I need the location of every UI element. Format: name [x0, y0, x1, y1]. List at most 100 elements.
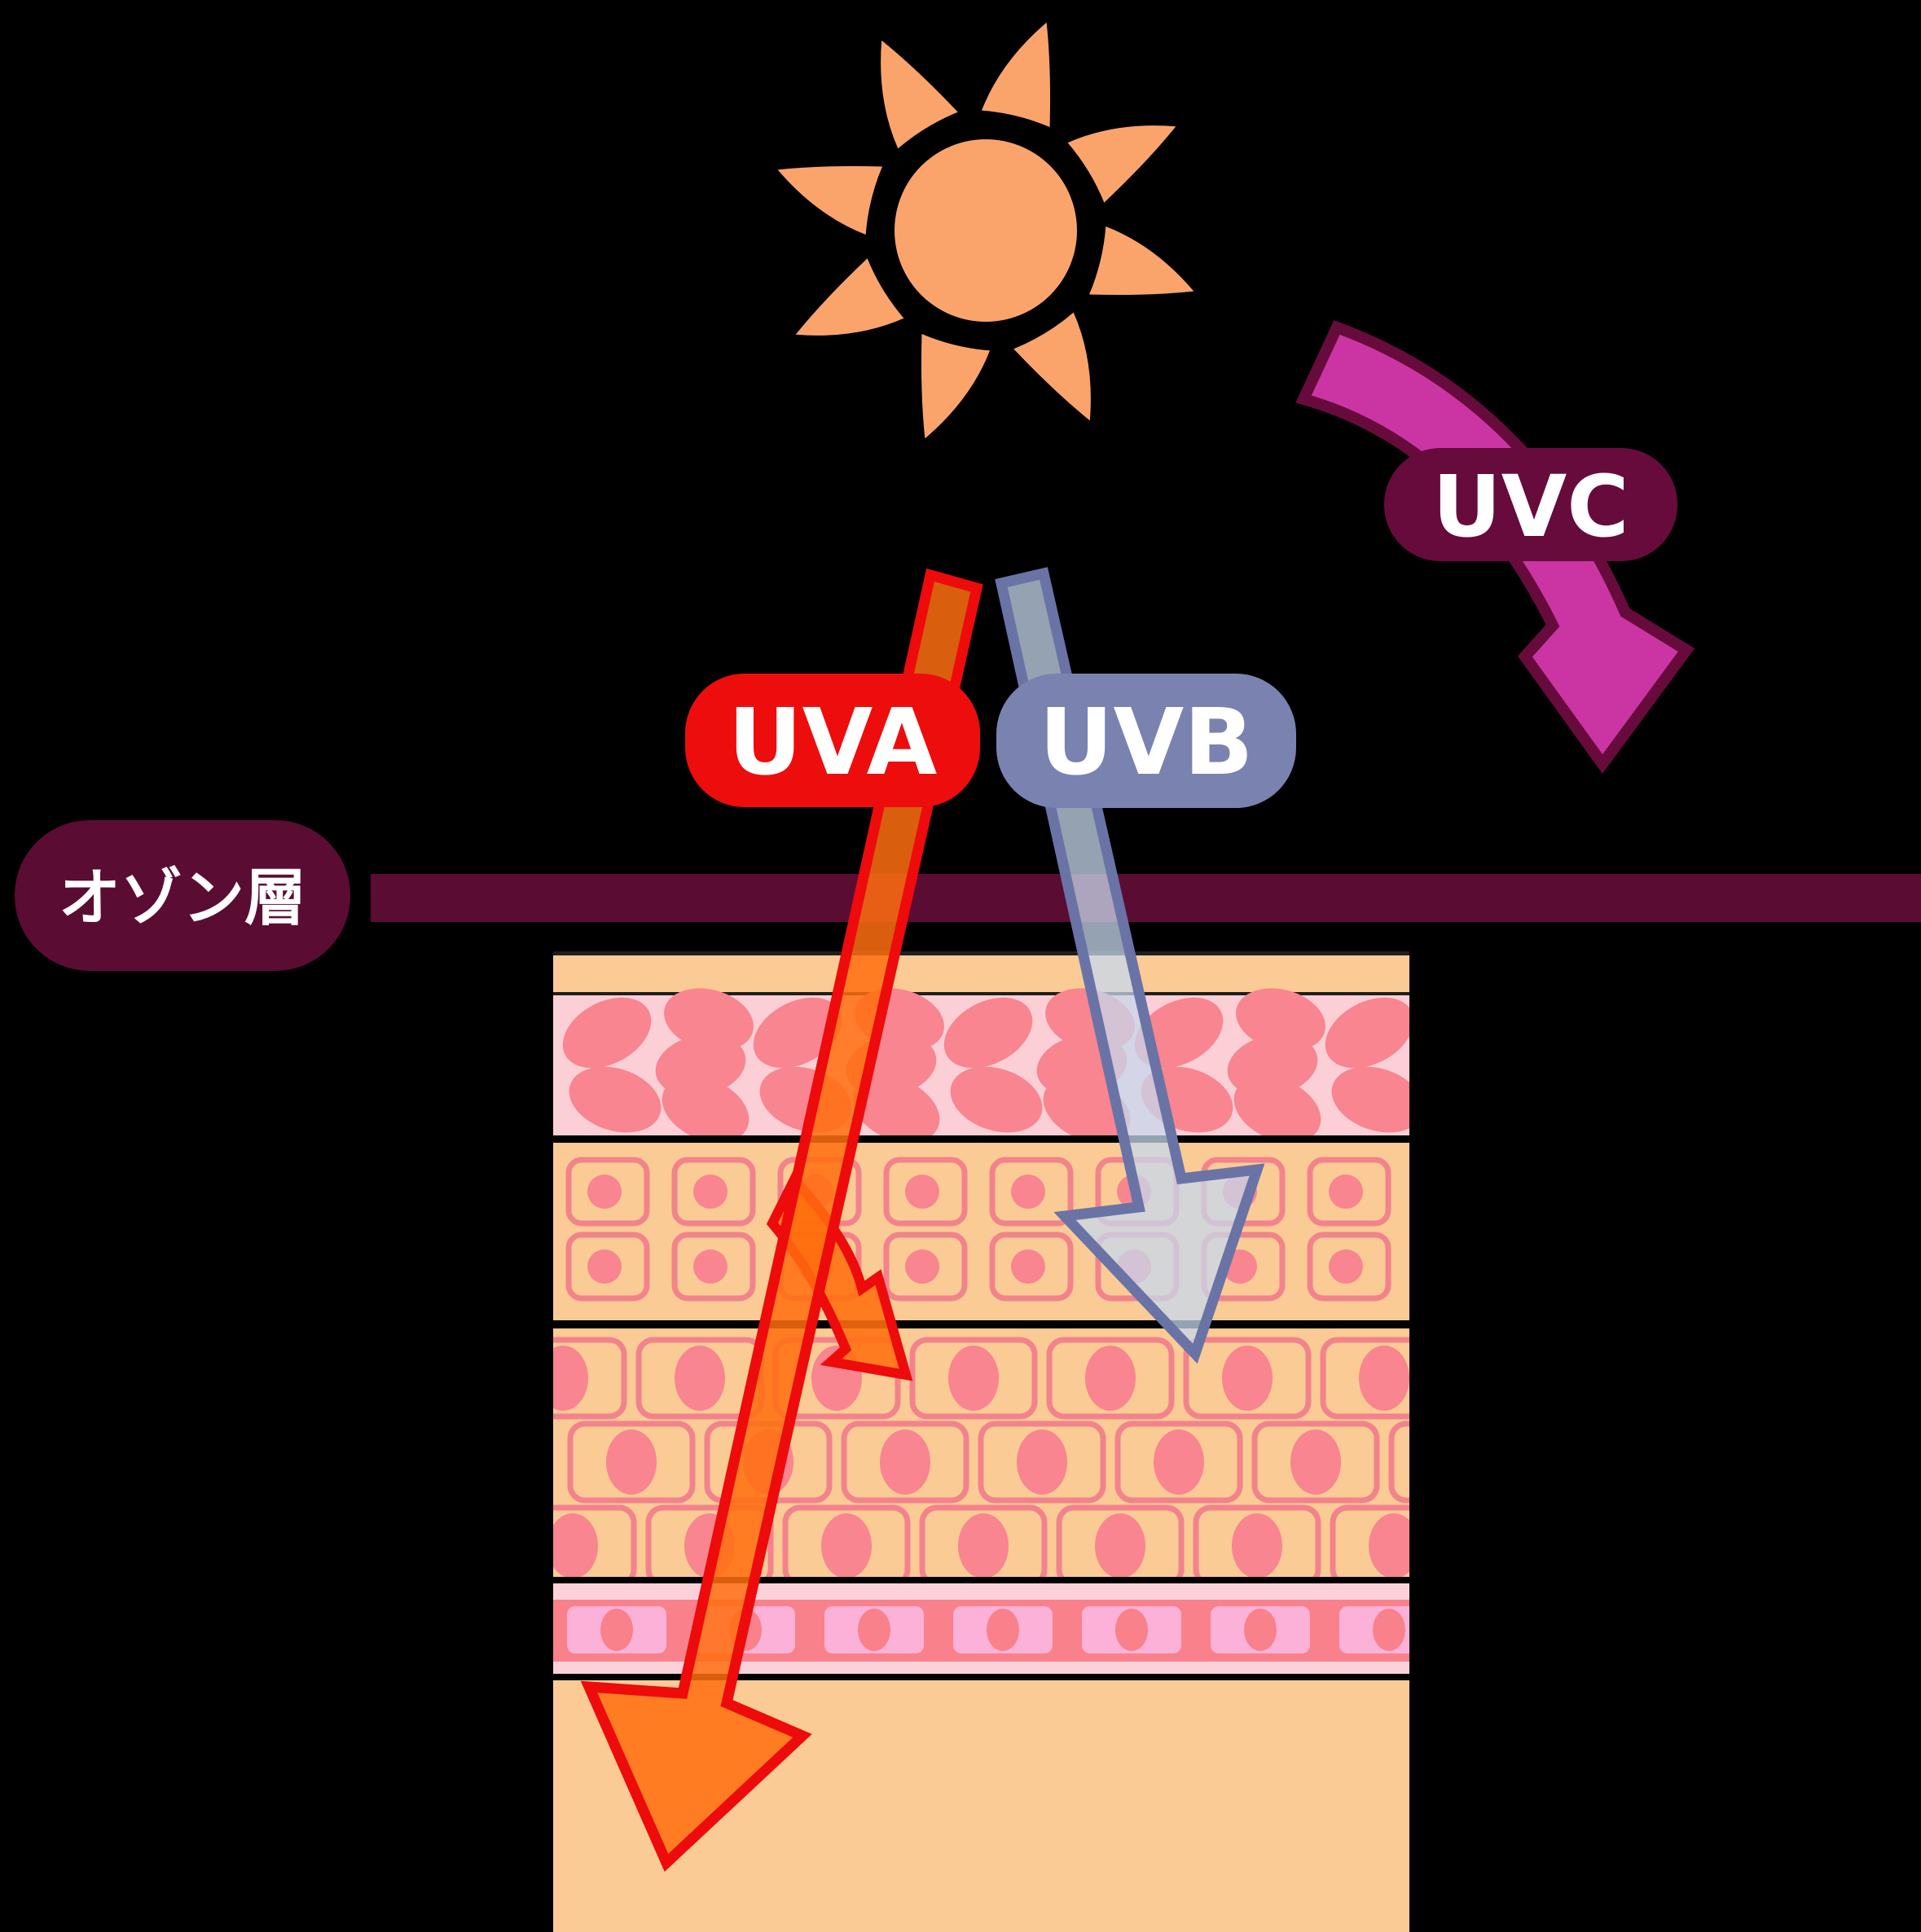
- sun-icon: [777, 22, 1194, 439]
- uvc-pill-shape: [1384, 448, 1677, 561]
- cell-nucleus: [905, 1175, 939, 1209]
- uvc-label: UVC: [1432, 457, 1629, 556]
- cell-nucleus: [1359, 1346, 1409, 1411]
- corneum-cells: [562, 988, 1409, 1143]
- sun-ray: [777, 165, 883, 235]
- sun-ray: [1088, 226, 1194, 296]
- skin-surface-layer: [553, 955, 1409, 992]
- cell-nucleus: [1154, 1429, 1204, 1495]
- uvc-ray-arrow: [1295, 320, 1695, 774]
- corneum-cell: [1233, 1076, 1321, 1143]
- epidermis-cell: [989, 1232, 1074, 1302]
- surface-divider-line: [553, 992, 1409, 995]
- cell-nucleus: [1017, 1429, 1067, 1495]
- epidermis-cell: [1114, 1420, 1243, 1504]
- cell-nucleus: [948, 1346, 999, 1411]
- divider-line-4: [553, 1674, 1409, 1680]
- corneum-cell: [562, 997, 652, 1069]
- uvb-label-pill: UVB: [996, 674, 1296, 808]
- cell-nucleus: [858, 1609, 890, 1651]
- epidermis-cell: [989, 1157, 1074, 1227]
- corneum-cell: [569, 1066, 662, 1133]
- cell-nucleus: [675, 1346, 725, 1411]
- epidermis-cell: [1320, 1337, 1409, 1420]
- basal-strip-upper: [553, 1583, 1409, 1600]
- epidermis-cell: [565, 1232, 650, 1302]
- uvc-ray: [1295, 320, 1695, 774]
- cell-nucleus: [1232, 1513, 1282, 1579]
- epidermis-cell: [671, 1232, 756, 1302]
- epidermis-cell: [883, 1232, 968, 1302]
- ozone-bar: [371, 874, 1921, 922]
- sun-disc: [880, 125, 1092, 336]
- epidermis-cell: [1183, 1337, 1312, 1420]
- cell-nucleus: [1329, 1175, 1363, 1209]
- uva-pill-shape: [685, 674, 980, 807]
- corneum-cell: [753, 997, 842, 1069]
- cell-nucleus: [606, 1429, 657, 1495]
- divider-line-3: [553, 1577, 1409, 1583]
- sun-ray: [921, 333, 991, 439]
- cell-nucleus: [880, 1429, 930, 1495]
- cell-nucleus: [1369, 1513, 1409, 1579]
- cell-nucleus: [1222, 1346, 1273, 1411]
- uvc-label-pill: UVC: [1384, 448, 1677, 561]
- ozone-layer: [371, 874, 1921, 922]
- epidermis-cell: [1307, 1157, 1391, 1227]
- basal-cells: [567, 1606, 1409, 1653]
- epidermis-cell: [883, 1157, 968, 1227]
- epidermis-cell: [1251, 1420, 1380, 1504]
- ozone-label: オゾン層: [59, 862, 306, 934]
- uva-label: UVA: [728, 690, 938, 796]
- cell-nucleus: [1373, 1609, 1405, 1651]
- cell-nucleus: [693, 1175, 728, 1209]
- cell-nucleus: [1095, 1513, 1145, 1579]
- cell-nucleus: [587, 1175, 622, 1209]
- epidermis-cell: [1307, 1232, 1391, 1302]
- epidermis-upper-layer: [553, 1143, 1409, 1320]
- skin-top-border: [553, 951, 1409, 955]
- cell-nucleus: [1085, 1346, 1136, 1411]
- cell-nucleus: [821, 1513, 872, 1579]
- epidermis-cell: [841, 1420, 969, 1504]
- epidermis-cell: [978, 1420, 1106, 1504]
- corneum-cell: [950, 1066, 1043, 1133]
- corneum-cell: [1325, 997, 1409, 1069]
- sun-ray: [1067, 125, 1176, 203]
- corneum-cell: [664, 988, 754, 1052]
- skin-cross-section: [553, 951, 1409, 1932]
- epidermis-lower-cells: [553, 1337, 1409, 1587]
- epidermis-cell: [909, 1337, 1038, 1420]
- cell-nucleus: [958, 1513, 1009, 1579]
- uva-label-pill: UVA: [685, 674, 980, 807]
- cell-nucleus: [1244, 1609, 1277, 1651]
- uvb-pill-shape: [996, 674, 1296, 808]
- ozone-pill-shape: [15, 820, 350, 971]
- basal-strip-lower: [553, 1662, 1409, 1674]
- sun-ray: [1013, 312, 1091, 421]
- cell-nucleus: [1290, 1429, 1341, 1495]
- cell-nucleus: [1011, 1249, 1045, 1284]
- uvb-label: UVB: [1040, 690, 1254, 796]
- corneum-cell: [662, 1076, 749, 1143]
- cell-nucleus: [553, 1346, 588, 1411]
- cell-nucleus: [1115, 1609, 1148, 1651]
- cell-nucleus: [1011, 1175, 1045, 1209]
- cell-nucleus: [693, 1249, 728, 1284]
- cell-nucleus: [1329, 1249, 1363, 1284]
- divider-line-1: [553, 1135, 1409, 1143]
- corneum-cell: [1236, 988, 1325, 1052]
- cell-nucleus: [553, 1513, 598, 1579]
- cell-nucleus: [600, 1609, 633, 1651]
- sun-ray: [881, 40, 958, 149]
- epidermis-cell: [1046, 1337, 1175, 1420]
- corneum-cell: [943, 997, 1033, 1069]
- corneum-cell: [852, 1076, 940, 1143]
- cell-nucleus: [905, 1249, 939, 1284]
- corneum-cell: [1331, 1066, 1409, 1133]
- ozone-label-pill: オゾン層: [15, 820, 350, 971]
- sun-rays: [777, 22, 1194, 439]
- epidermis-cell: [671, 1157, 756, 1227]
- cell-nucleus: [587, 1249, 622, 1284]
